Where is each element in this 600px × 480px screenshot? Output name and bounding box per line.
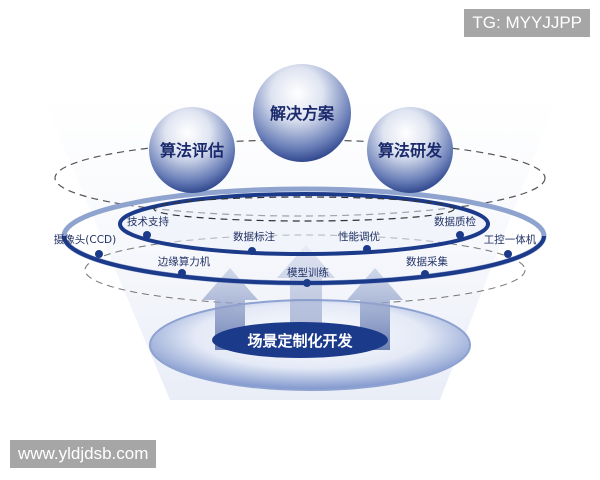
ring-label: 性能调优	[338, 230, 380, 243]
ring-dots	[95, 231, 512, 287]
watermark-top: TG: MYYJJPP	[464, 9, 590, 37]
ring-label: 边缘算力机	[158, 255, 211, 268]
ring-label: 数据质检	[434, 215, 476, 228]
dot	[421, 270, 429, 278]
ring-label: 模型训练	[287, 266, 329, 279]
base-label: 场景定制化开发	[247, 332, 353, 350]
sphere-algorithm-development	[367, 107, 453, 193]
base-label-pill	[212, 322, 388, 358]
watermark-bottom: www.yldjdsb.com	[10, 440, 157, 468]
ring-label: 工控一体机	[484, 233, 537, 246]
dot	[248, 247, 256, 255]
sphere-solution	[253, 64, 351, 162]
inner-ring	[118, 192, 490, 256]
dot	[363, 245, 371, 253]
sphere-label: 算法评估	[160, 141, 224, 160]
inner-dashed-ellipse	[153, 196, 455, 222]
dot	[504, 250, 512, 258]
sphere-label: 解决方案	[270, 104, 335, 123]
ring-label: 数据采集	[406, 255, 448, 268]
arrow-up-icon	[277, 245, 335, 345]
dot	[178, 269, 186, 277]
sphere-label: 算法研发	[378, 141, 443, 160]
dot	[95, 250, 103, 258]
sphere-algorithm-evaluation	[149, 107, 235, 193]
ring-label: 技术支持	[127, 215, 169, 228]
ring-label: 数据标注	[233, 230, 275, 243]
lower-dashed-ellipse	[84, 234, 526, 306]
dot	[456, 231, 464, 239]
dot	[303, 279, 311, 287]
dot	[143, 231, 151, 239]
ring-label: 摄像头(CCD)	[54, 233, 116, 246]
